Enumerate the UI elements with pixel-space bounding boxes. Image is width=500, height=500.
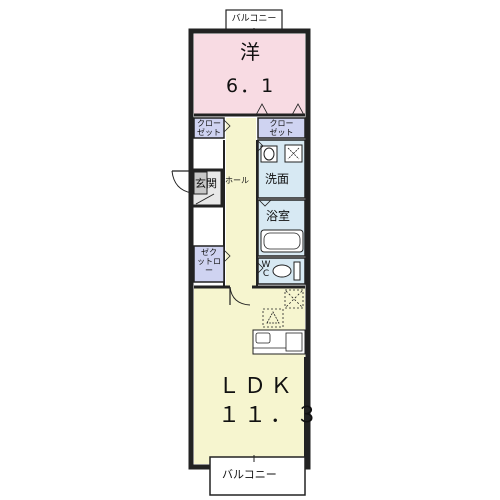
bathroom-label: 浴室 xyxy=(266,209,291,223)
bathtub-inner xyxy=(263,232,301,250)
entrance-label: 玄関 xyxy=(195,177,217,190)
toilet-line2: C xyxy=(262,269,270,279)
balcony-bottom-label: バルコニー xyxy=(222,468,277,481)
western-room-name: 洋 xyxy=(240,40,260,64)
washroom-label: 洗面 xyxy=(265,172,290,186)
room-closet-left xyxy=(193,117,225,139)
room-closet-mid xyxy=(193,245,225,283)
door-swing-toilet xyxy=(256,261,264,275)
closet-left-line1: クロー xyxy=(197,119,221,128)
closet-left-label: クロー ゼット xyxy=(194,119,224,137)
door-swing-western-right xyxy=(291,103,305,116)
toilet-label: W C xyxy=(260,261,272,279)
room-closet-right xyxy=(257,117,306,139)
kitchen-sink xyxy=(255,332,271,344)
kitchen-counter xyxy=(252,329,306,355)
toilet-line1: W xyxy=(261,260,271,270)
bathtub xyxy=(260,229,304,253)
balcony-top-label: バルコニー xyxy=(231,14,277,24)
toilet-tank xyxy=(293,261,301,281)
door-swing-closet-mid xyxy=(223,249,231,263)
room-ldk xyxy=(194,287,305,464)
toilet-bowl xyxy=(272,264,292,278)
entrance-step xyxy=(193,171,208,195)
ldk-room-name: ＬＤＫ xyxy=(218,374,297,399)
western-room-size: 6．1 xyxy=(226,75,276,97)
shoe-box-line xyxy=(195,193,215,205)
washing-machine-x2 xyxy=(287,147,300,160)
ldk-room-size: １１．３ xyxy=(218,403,323,428)
range-hood-mark xyxy=(266,311,280,324)
washbasin-bowl xyxy=(263,147,275,161)
room-hall xyxy=(226,118,256,290)
room-western xyxy=(194,34,305,114)
closet-right-line1: クロー xyxy=(269,119,294,128)
closet-right-line2: ゼット xyxy=(269,128,294,137)
door-swing-bathroom xyxy=(258,199,272,207)
closet-right-label: クロー ゼット xyxy=(258,119,305,137)
hall-label: ホール xyxy=(225,176,249,185)
range-hood xyxy=(262,308,284,328)
door-swing-closet-left xyxy=(223,119,231,133)
entrance-door-swing xyxy=(171,170,193,194)
balcony-bottom xyxy=(209,456,306,496)
closet-mid-line1: ゼク xyxy=(201,248,217,257)
closet-mid-line3: ー xyxy=(205,266,213,275)
refrigerator-space xyxy=(284,289,304,309)
kitchen-stove xyxy=(285,332,303,352)
closet-mid-label: ゼク ットロ ー xyxy=(194,248,224,275)
door-swing-western-left xyxy=(255,103,269,116)
closet-mid-line2: ットロ xyxy=(197,257,221,266)
closet-left-line2: ゼット xyxy=(197,128,221,137)
door-swing-closet-right xyxy=(256,139,264,153)
